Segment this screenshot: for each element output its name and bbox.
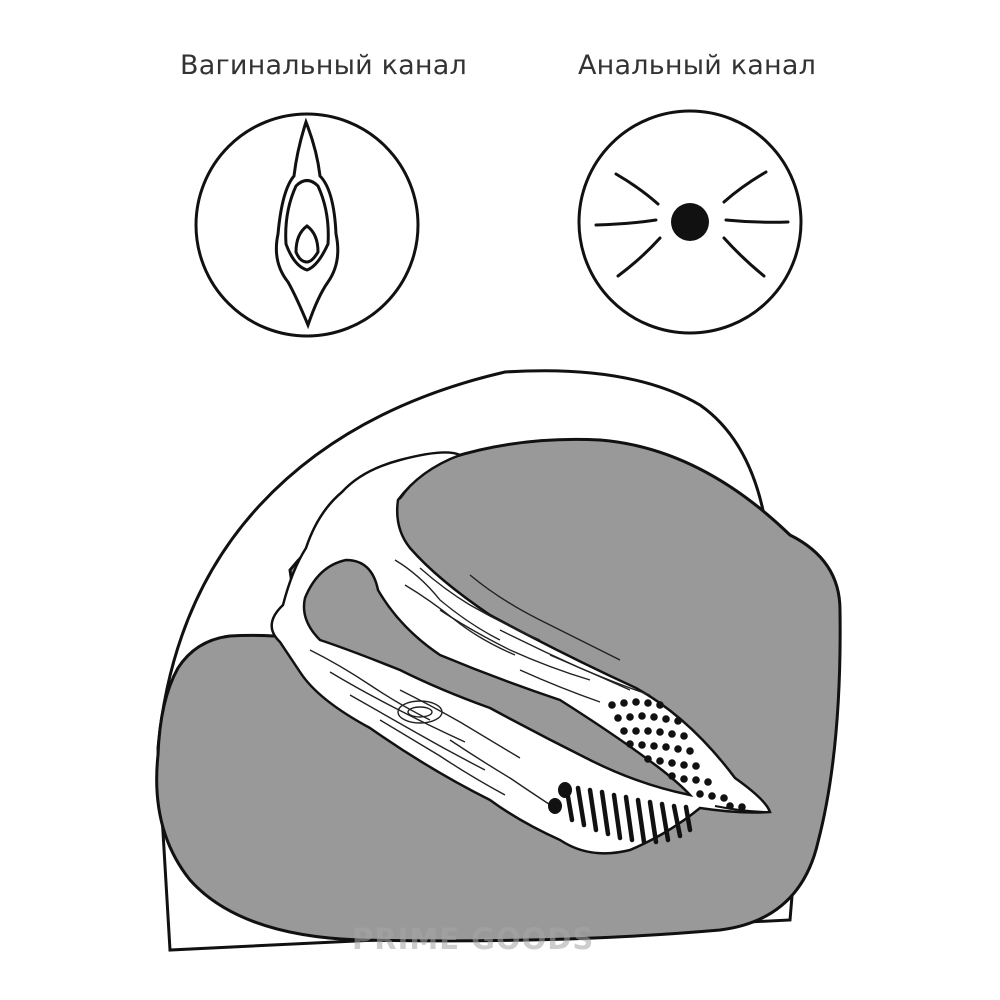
anal-opening-icon	[577, 109, 803, 335]
anal-canal-label: Анальный канал	[578, 50, 817, 81]
vaginal-opening-icon	[194, 112, 420, 338]
vaginal-canal-label: Вагинальный канал	[180, 50, 467, 81]
watermark-text: PRIME GOODS	[352, 922, 595, 956]
cross-section-illustration	[155, 369, 842, 952]
